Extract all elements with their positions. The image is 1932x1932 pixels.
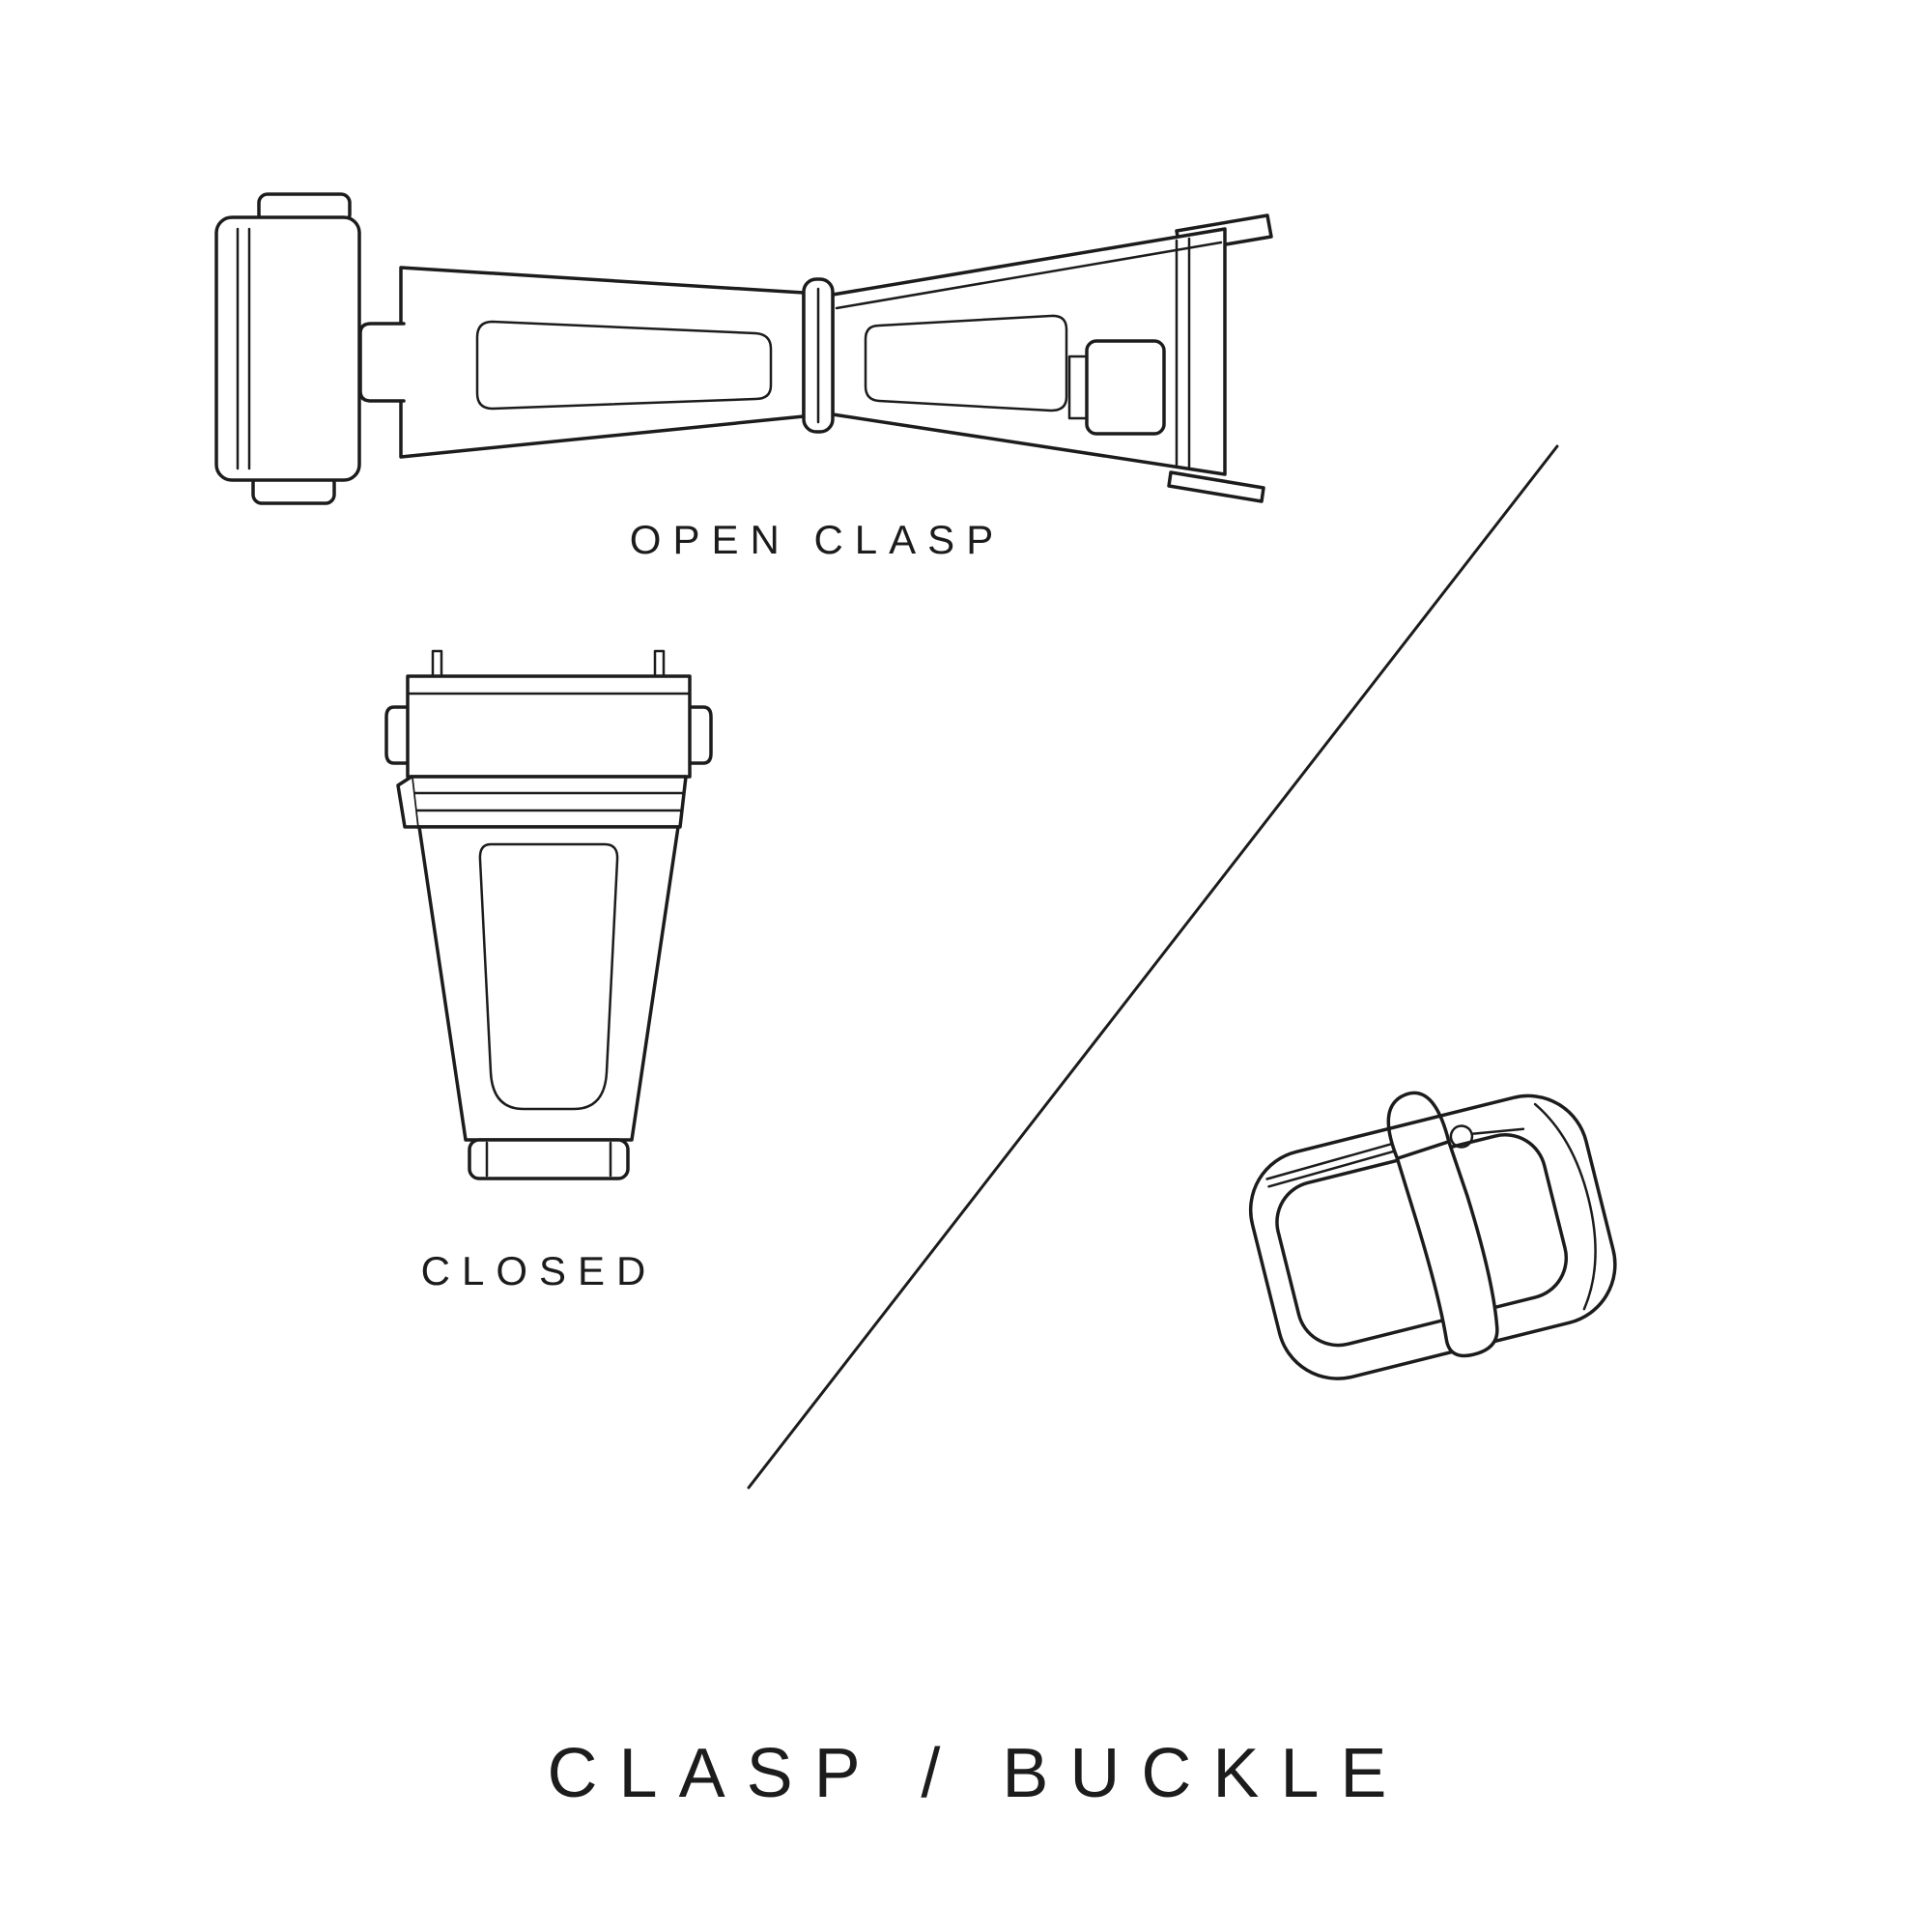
diagram-title: CLASP / BUCKLE — [547, 1735, 1408, 1812]
closed-clasp-illustration — [384, 649, 713, 1180]
latch-notch — [358, 322, 406, 403]
buckle-pin — [1265, 1142, 1393, 1180]
open-clasp-illustration — [214, 192, 1273, 505]
buckle-illustration — [1248, 1091, 1617, 1380]
open-clasp-label: OPEN CLASP — [629, 517, 1006, 562]
band-left-notch — [396, 775, 419, 829]
clasp-body — [417, 825, 680, 1142]
buckle-pin-ring — [1449, 1124, 1474, 1149]
clasp-cutout — [1085, 339, 1166, 436]
buckle-tongue — [1395, 1140, 1499, 1358]
clasp-foot — [468, 1138, 630, 1180]
side-tab-right — [686, 705, 713, 765]
right-end-bottom-strip — [1167, 470, 1265, 503]
closed-clasp-label: CLOSED — [420, 1248, 658, 1293]
buckle-tongue-loop — [1386, 1091, 1451, 1161]
side-tab-left — [384, 705, 412, 765]
